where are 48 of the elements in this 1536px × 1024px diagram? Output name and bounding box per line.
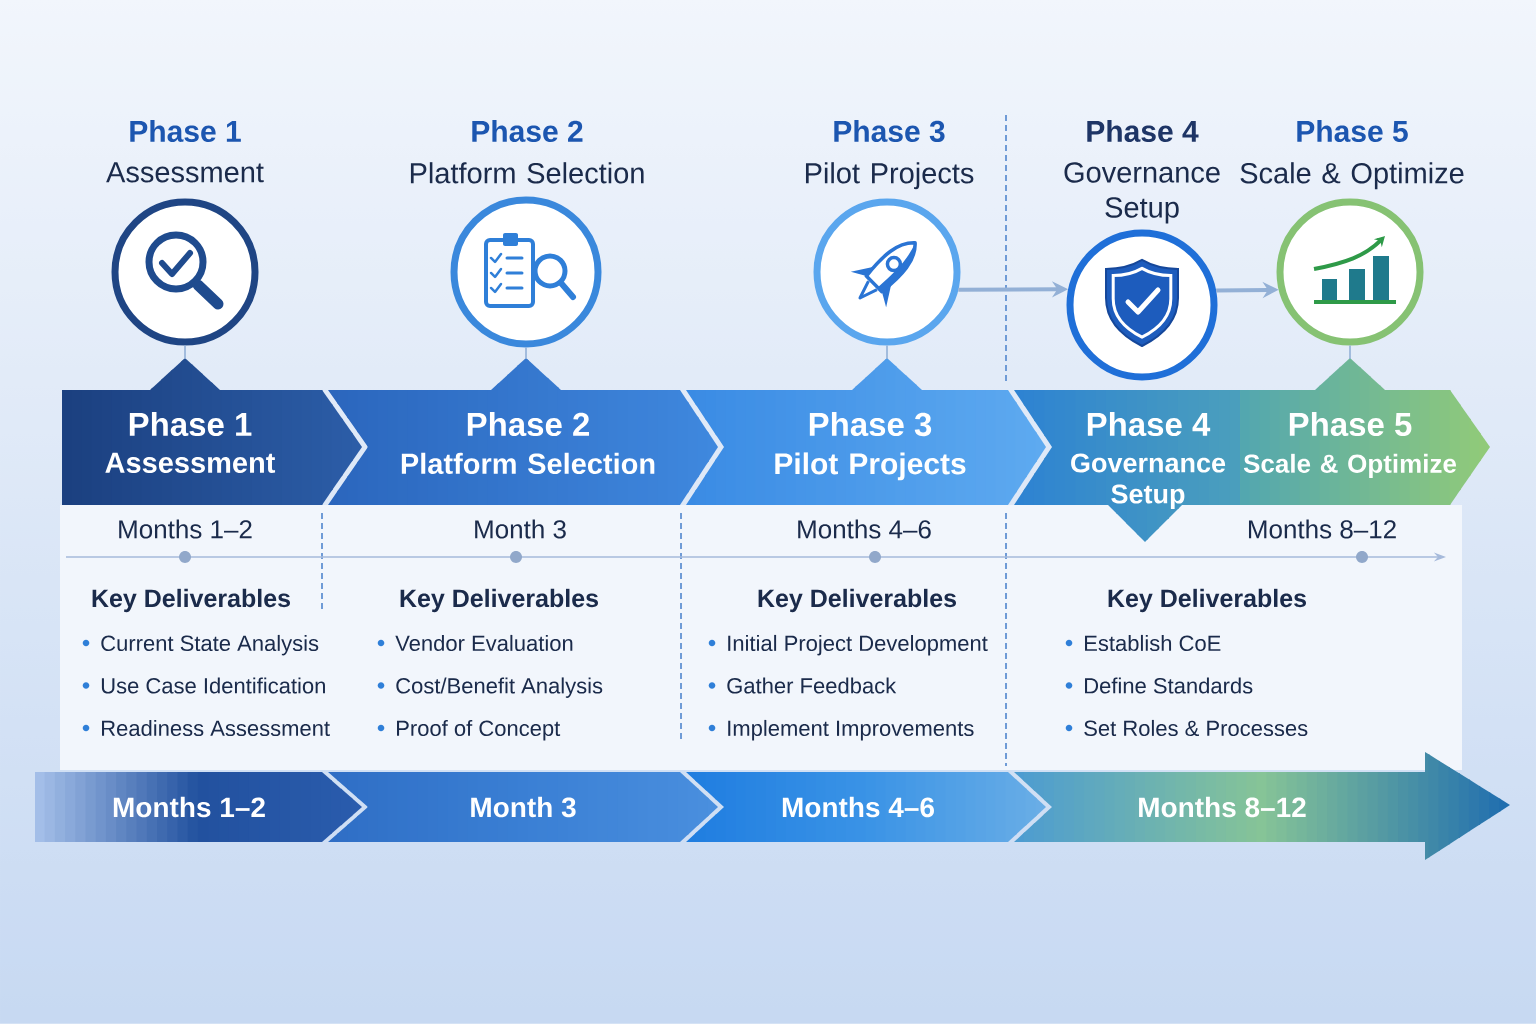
- connector-line: [184, 344, 186, 360]
- phase-number: Phase 2: [472, 120, 583, 142]
- phase-title: Assessment: [106, 162, 264, 183]
- list-item: Vendor Evaluation: [395, 634, 573, 652]
- list-item: Use Case Identification: [101, 677, 325, 694]
- list-item: Readiness Assessment: [102, 719, 330, 737]
- phase-title: Platform Selection: [401, 452, 655, 475]
- period-label: Month 3: [471, 796, 576, 818]
- period-label: Months 8–12: [1139, 796, 1306, 818]
- phase-title: Pilot Projects: [775, 452, 966, 481]
- period-label: Months 4–6: [782, 796, 934, 818]
- phase-title: Assessment: [105, 452, 276, 473]
- month-label: Months 4–6: [798, 519, 931, 539]
- list-item: Current State Analysis: [101, 634, 319, 656]
- phase-number: Phase 1: [129, 411, 252, 437]
- month-label: Months 8–12: [1249, 519, 1396, 539]
- list-item: Establish CoE: [1085, 634, 1221, 652]
- list-item: Gather Feedback: [727, 677, 897, 694]
- phase-number: Phase 3: [809, 411, 932, 437]
- phase-number: Phase 5: [1289, 411, 1412, 437]
- phase-title: Platform Selection: [410, 162, 644, 184]
- phase-number: Phase 1: [130, 120, 241, 142]
- phase-title: Governance Setup: [1064, 162, 1220, 224]
- section-heading: Key Deliverables: [1108, 588, 1306, 613]
- list-item: Initial Project Development: [728, 634, 988, 656]
- phase-number: Phase 4: [1087, 411, 1211, 437]
- list-item: Define Standards: [1085, 677, 1253, 694]
- list-item: Set Roles & Processes: [1084, 719, 1308, 737]
- phase-title: Scale & Optimize: [1243, 453, 1456, 479]
- section-heading: Key Deliverables: [92, 588, 290, 613]
- phase-number: Phase 5: [1297, 120, 1408, 142]
- connector-line: [1349, 344, 1351, 360]
- section-heading: Key Deliverables: [400, 588, 598, 613]
- phase-number: Phase 3: [834, 120, 945, 143]
- phase-title: Governance Setup: [1071, 453, 1226, 509]
- month-label: Month 3: [475, 519, 566, 539]
- list-item: Implement Improvements: [728, 719, 974, 741]
- connector-line: [886, 344, 888, 360]
- phase-number: Phase 2: [467, 411, 590, 437]
- connector-line: [525, 346, 527, 360]
- phase-number: Phase 4: [1087, 120, 1199, 142]
- month-label: Months 1–2: [119, 519, 252, 539]
- list-item: Proof of Concept: [397, 719, 561, 741]
- period-label: Months 1–2: [113, 796, 265, 818]
- section-heading: Key Deliverables: [758, 588, 956, 613]
- phase-title: Pilot Projects: [806, 162, 974, 190]
- list-item: Cost/Benefit Analysis: [396, 677, 603, 698]
- phase-title: Scale & Optimize: [1240, 162, 1464, 190]
